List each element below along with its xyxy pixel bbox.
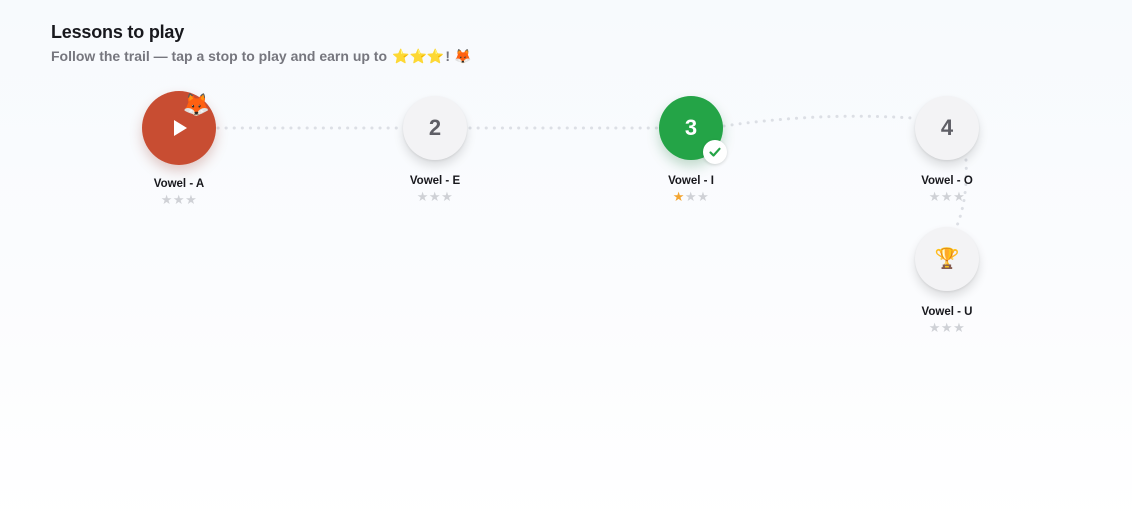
checkmark-icon — [703, 140, 727, 164]
lesson-node[interactable]: 4 — [915, 96, 979, 160]
lesson-stars: ★★★ — [887, 190, 1007, 204]
star-empty-icon: ★ — [940, 320, 954, 335]
lesson-stars: ★★★ — [375, 190, 495, 204]
fox-icon: 🦊 — [454, 48, 472, 64]
lesson-label: Vowel - U — [921, 306, 973, 318]
lesson-label: Vowel - I — [668, 175, 714, 187]
star-empty-icon: ★ — [684, 189, 698, 204]
lesson-node-completed[interactable]: 3 — [659, 96, 727, 164]
lesson-stars: ★★★ — [631, 190, 751, 204]
lesson-stop-vowel-a[interactable]: 🦊 Vowel - A ★★★ — [119, 91, 239, 207]
three-stars-icon: ⭐⭐⭐ — [392, 48, 445, 64]
lesson-number: 3 — [684, 115, 698, 140]
lesson-label: Vowel - O — [921, 175, 973, 187]
star-empty-icon: ★ — [172, 192, 186, 207]
lesson-number: 2 — [428, 115, 442, 140]
lesson-node-reward[interactable]: 🏆 — [915, 227, 979, 291]
star-empty-icon: ★ — [928, 320, 941, 335]
lesson-node-current[interactable]: 🦊 — [142, 91, 216, 165]
fox-mascot-icon: 🦊 — [182, 92, 210, 117]
star-empty-icon: ★ — [416, 189, 429, 204]
star-empty-icon: ★ — [940, 189, 954, 204]
lesson-node[interactable]: 2 — [403, 96, 467, 160]
lesson-stars: ★★★ — [887, 321, 1007, 335]
subtitle-text: Follow the trail — tap a stop to play an… — [51, 48, 388, 64]
lesson-stop-vowel-u[interactable]: 🏆 Vowel - U ★★★ — [887, 227, 1007, 335]
star-empty-icon: ★ — [185, 192, 198, 207]
lessons-header: Lessons to play Follow the trail — tap a… — [51, 21, 471, 65]
lesson-number: 4 — [940, 115, 954, 140]
page-title: Lessons to play — [51, 22, 185, 42]
star-empty-icon: ★ — [160, 192, 173, 207]
trophy-icon: 🏆 — [934, 248, 960, 270]
star-empty-icon: ★ — [953, 189, 966, 204]
subtitle-exclamation: ! — [445, 48, 450, 64]
star-filled-icon: ★ — [672, 189, 685, 204]
lesson-stop-vowel-e[interactable]: 2 Vowel - E ★★★ — [375, 96, 495, 204]
lesson-stars: ★★★ — [119, 193, 239, 207]
star-empty-icon: ★ — [428, 189, 442, 204]
star-empty-icon: ★ — [697, 189, 710, 204]
star-empty-icon: ★ — [953, 320, 966, 335]
play-icon — [173, 120, 187, 136]
lesson-label: Vowel - A — [153, 178, 205, 190]
page-subtitle: Follow the trail — tap a stop to play an… — [51, 47, 471, 65]
star-empty-icon: ★ — [441, 189, 454, 204]
star-empty-icon: ★ — [928, 189, 941, 204]
lesson-stop-vowel-o[interactable]: 4 Vowel - O ★★★ — [887, 96, 1007, 204]
lesson-label: Vowel - E — [409, 175, 461, 187]
lesson-stop-vowel-i[interactable]: 3 Vowel - I ★★★ — [631, 96, 751, 204]
